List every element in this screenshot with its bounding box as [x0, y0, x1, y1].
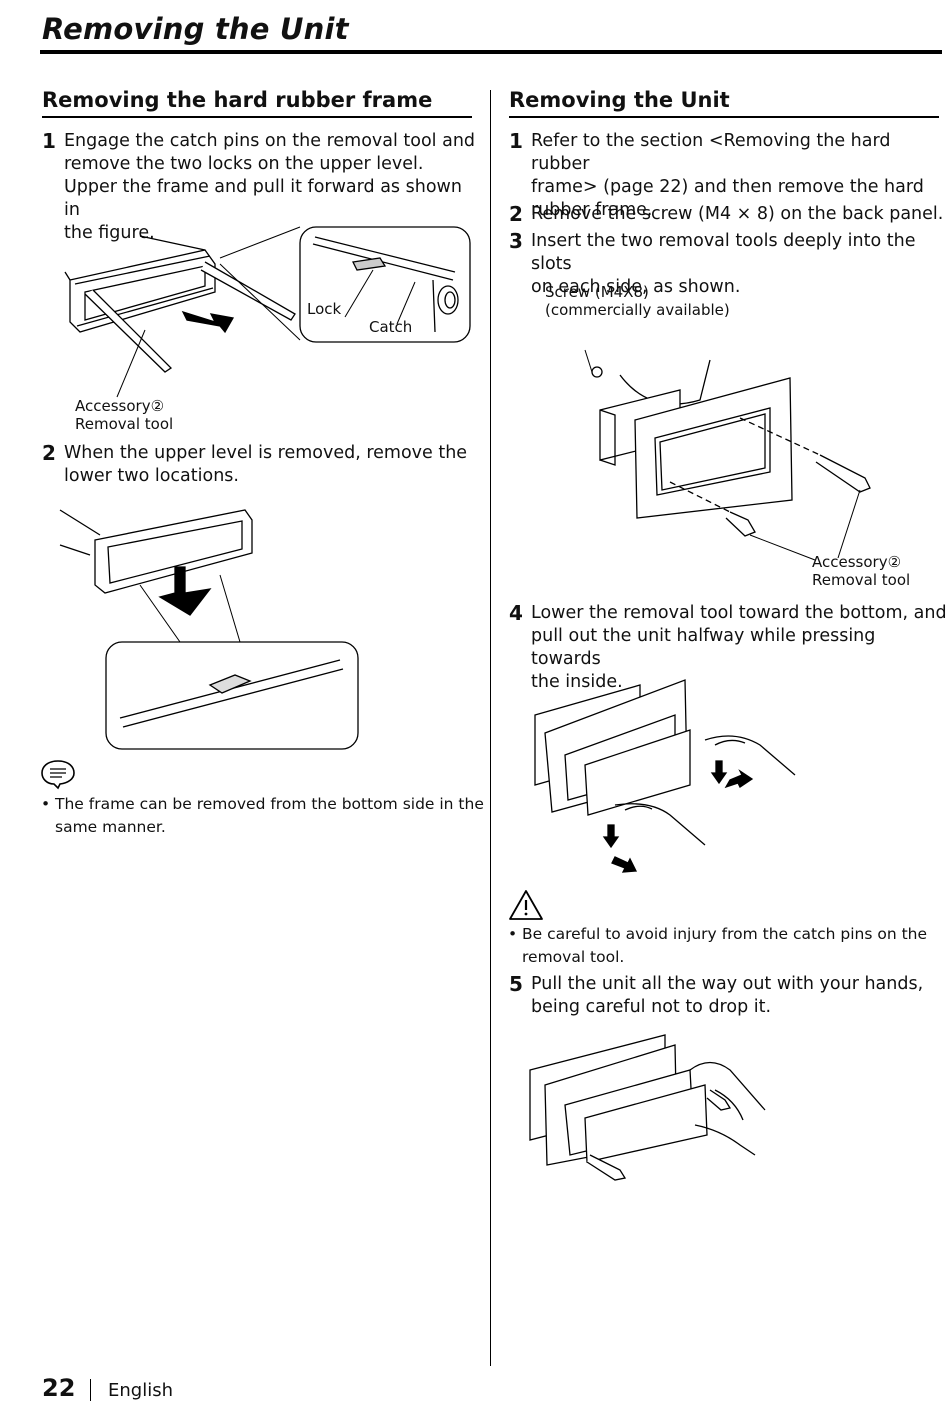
accessory-label-line: Accessory② — [812, 553, 902, 571]
step-number: 2 — [42, 441, 56, 465]
note-bullet: • — [41, 795, 51, 813]
accessory-label-right: Accessory② Removal tool — [812, 553, 910, 589]
step-text: When the upper level is removed, remove … — [42, 442, 482, 488]
step-number: 1 — [42, 129, 56, 153]
right-step-4: 4 Lower the removal tool toward the bott… — [509, 602, 949, 694]
accessory-label: Accessory② Removal tool — [75, 397, 173, 433]
step-text: Pull the unit all the way out with your … — [509, 973, 949, 1019]
step-number: 2 — [509, 202, 523, 226]
warning-icon — [507, 888, 545, 922]
step-line: remove the two locks on the upper level. — [64, 154, 424, 174]
screw-note-line: (commercially available) — [545, 301, 730, 319]
step-line: Lower the removal tool toward the bottom… — [531, 603, 947, 623]
screw-label: Screw (M4X8) (commercially available) — [545, 283, 730, 319]
step-line: frame> (page 22) and then remove the har… — [531, 177, 924, 197]
figure-insert-removal-tools — [580, 320, 890, 555]
caution-text: • Be careful to avoid injury from the ca… — [508, 923, 950, 969]
right-step-5: 5 Pull the unit all the way out with you… — [509, 973, 949, 1019]
step-line: Refer to the section <Removing the hard … — [531, 131, 891, 174]
page-title: Removing the Unit — [42, 12, 349, 46]
right-step-3: 3 Insert the two removal tools deeply in… — [509, 230, 949, 299]
footer-separator — [90, 1379, 91, 1401]
figure-pull-out-fully — [525, 1030, 770, 1180]
step-line: When the upper level is removed, remove … — [64, 443, 468, 463]
step-line: rubber frame. — [531, 200, 653, 220]
removal-tool-label-line: Removal tool — [75, 415, 174, 433]
step-number: 3 — [509, 229, 523, 253]
step-line: Upper the frame and pull it forward as s… — [64, 177, 462, 220]
step-line: Pull the unit all the way out with your … — [531, 974, 924, 994]
caution-bullet: • — [508, 925, 518, 943]
title-rule — [40, 50, 942, 54]
left-step-1: 1 Engage the catch pins on the removal t… — [42, 130, 482, 245]
step-line: being careful not to drop it. — [531, 997, 772, 1017]
catch-label: Catch — [369, 318, 413, 336]
note-icon — [40, 758, 76, 790]
page-number: 22 — [42, 1374, 76, 1402]
note-line: The frame can be removed from the bottom… — [55, 795, 484, 813]
caution-line: Be careful to avoid injury from the catc… — [522, 925, 928, 943]
screw-label-line: Screw (M4X8) — [545, 283, 649, 301]
step-text: Remove the screw (M4 × 8) on the back pa… — [531, 204, 944, 224]
left-section-title: Removing the hard rubber frame — [42, 88, 472, 118]
step-text: Engage the catch pins on the removal too… — [42, 130, 482, 245]
right-step-2: 2 Remove the screw (M4 × 8) on the back … — [509, 203, 949, 226]
right-section-title: Removing the Unit — [509, 88, 939, 118]
lock-label: Lock — [307, 300, 342, 318]
figure-frame-removal-lower — [60, 505, 365, 755]
step-text: Insert the two removal tools deeply into… — [509, 230, 949, 299]
step-number: 5 — [509, 972, 523, 996]
removal-tool-label-line: Removal tool — [812, 571, 911, 589]
step-text: Lower the removal tool toward the bottom… — [509, 602, 949, 694]
step-number: 1 — [509, 129, 523, 153]
step-number: 4 — [509, 601, 523, 625]
figure-pull-out-halfway — [530, 675, 810, 880]
step-line: on each side, as shown. — [531, 277, 741, 297]
step-line: Insert the two removal tools deeply into… — [531, 231, 916, 274]
caution-line: removal tool. — [522, 948, 625, 966]
step-line: lower two locations. — [64, 466, 239, 486]
left-step-2: 2 When the upper level is removed, remov… — [42, 442, 482, 488]
accessory-label-line: Accessory② — [75, 397, 165, 415]
right-step-1: 1 Refer to the section <Removing the har… — [509, 130, 949, 222]
step-line: the inside. — [531, 672, 623, 692]
step-line: the figure. — [64, 223, 155, 243]
step-text: Refer to the section <Removing the hard … — [509, 130, 949, 222]
column-divider — [490, 90, 491, 1366]
note-line: same manner. — [55, 818, 166, 836]
footer-language: English — [108, 1380, 173, 1401]
step-line: Engage the catch pins on the removal too… — [64, 131, 476, 151]
step-line: pull out the unit halfway while pressing… — [531, 626, 876, 669]
note-text: • The frame can be removed from the bott… — [41, 793, 485, 839]
figure-frame-removal-upper — [55, 222, 475, 402]
